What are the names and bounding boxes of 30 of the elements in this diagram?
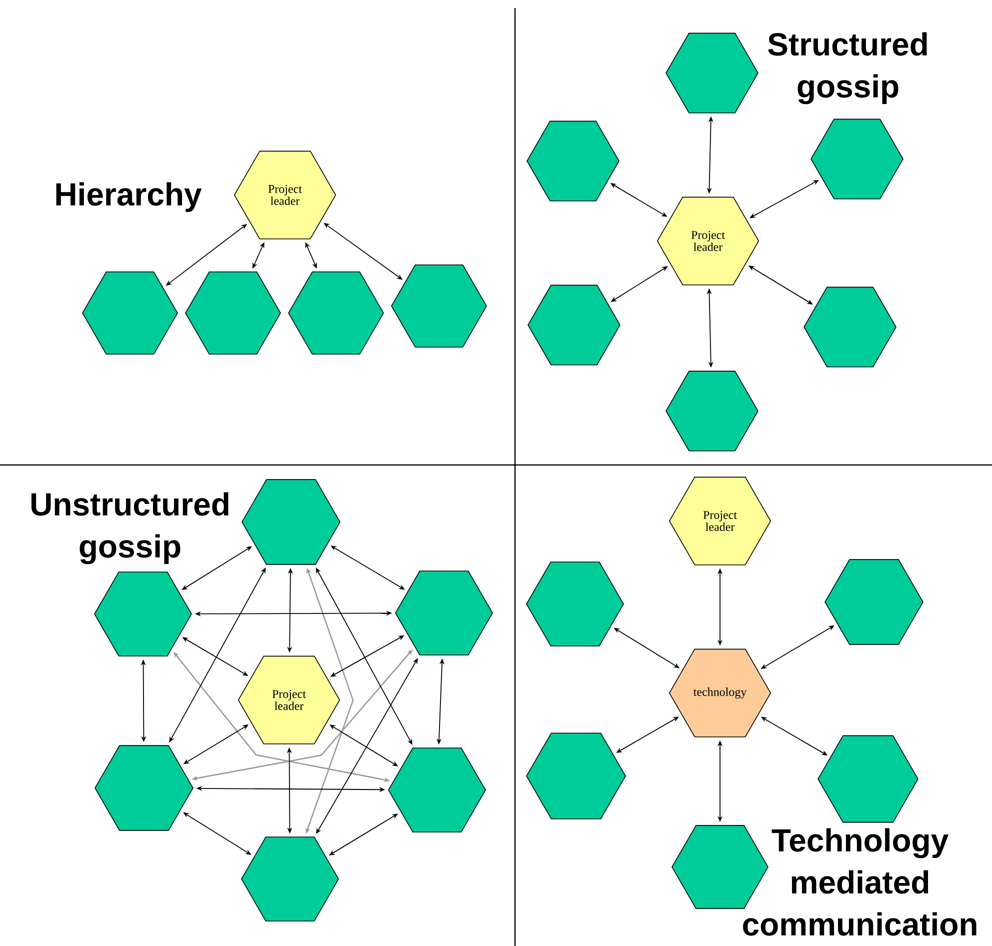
section-title: Technology mediated communication (743, 828, 976, 936)
hexagon-node (82, 271, 178, 355)
hexagon-node: technology (668, 648, 772, 738)
section-title: Structured gossip (768, 32, 927, 104)
hexagon-node (526, 120, 620, 202)
hexagon-node (666, 370, 758, 452)
section-title: Hierarchy (56, 182, 202, 212)
hexagon-node: Project leader (238, 656, 340, 744)
hexagon-node (388, 748, 486, 832)
hexagon-node (242, 479, 340, 565)
section-title: Unstructured gossip (31, 492, 228, 564)
hexagon-node (526, 732, 626, 820)
hexagon-node (395, 570, 493, 656)
hexagon-node (824, 559, 924, 645)
hexagon-node (526, 562, 624, 646)
hexagon-node (528, 284, 620, 366)
hexagon-node: Project leader (656, 196, 760, 286)
hexagon-node: Project leader (668, 476, 772, 566)
hexagon-node (94, 745, 194, 831)
hexagon-node (818, 735, 918, 823)
hexagon-node (391, 264, 487, 348)
hexagon-node (94, 572, 192, 656)
hexagon-node: Project leader (234, 150, 336, 240)
hexagon-node (288, 271, 384, 355)
hexagon-node (241, 836, 339, 922)
hexagon-node (810, 118, 904, 200)
hexagon-node (804, 286, 896, 368)
hexagon-node (185, 271, 281, 355)
hexagon-node (672, 825, 768, 909)
hexagon-node (666, 32, 758, 114)
